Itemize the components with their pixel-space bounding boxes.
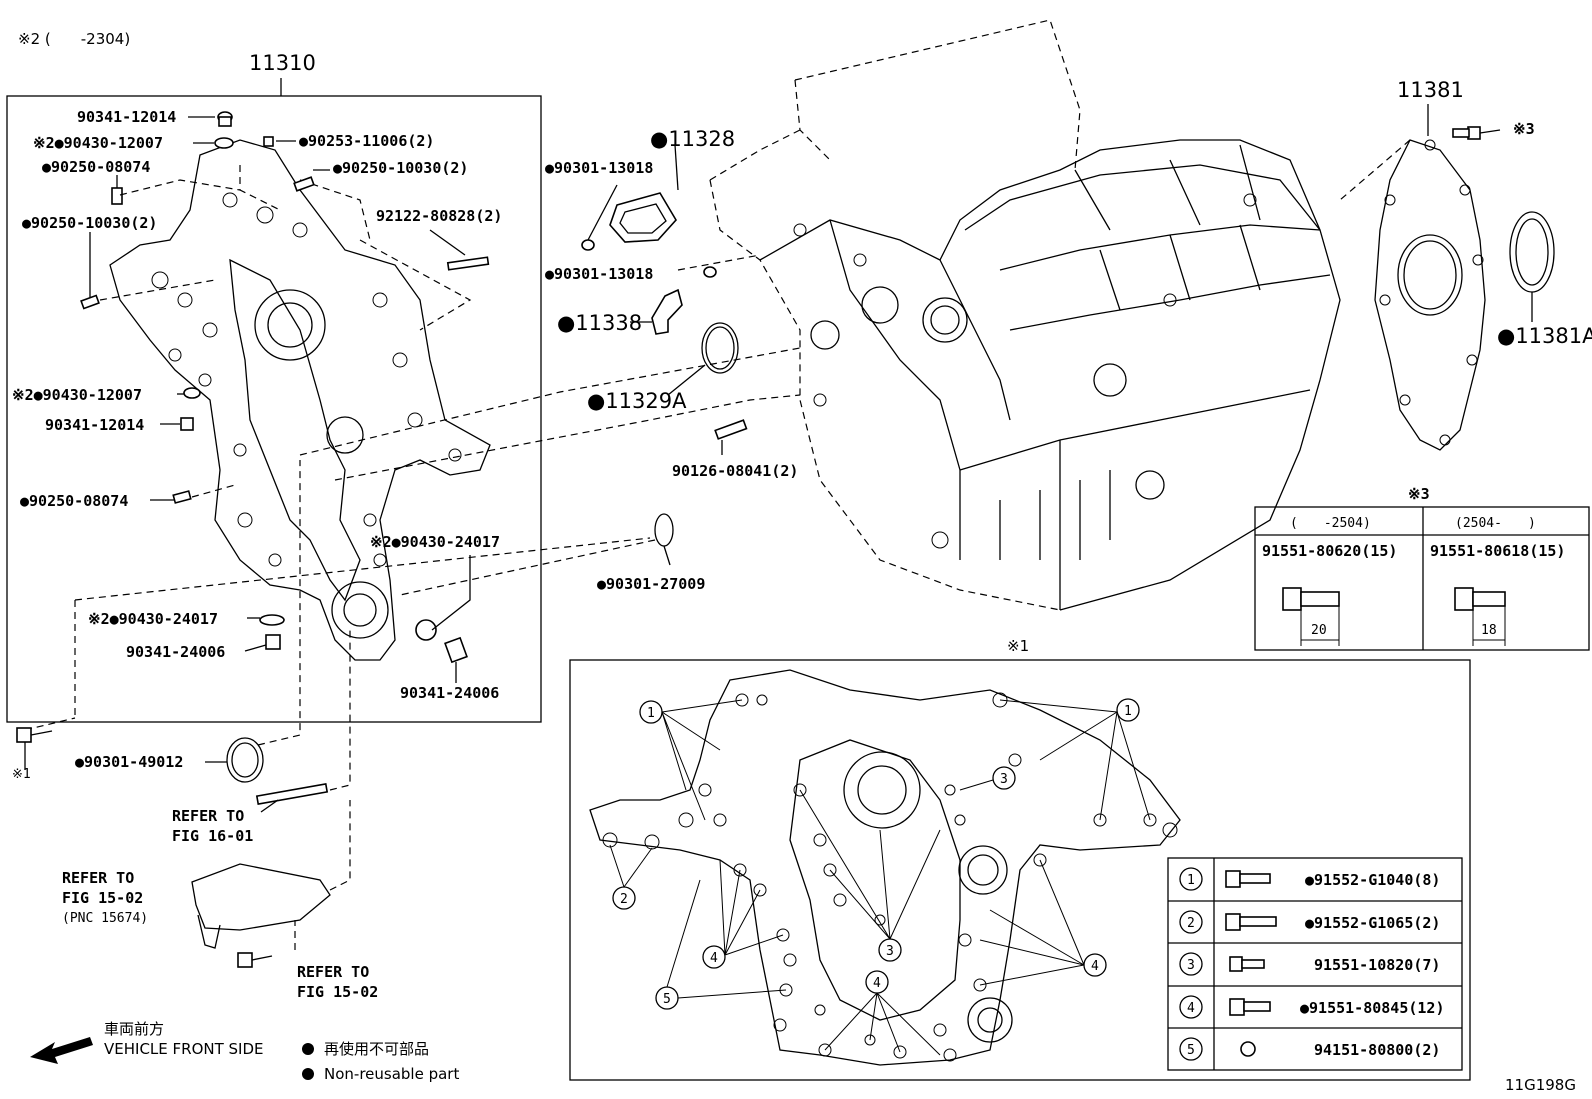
bolt-row-2-num: 2	[1187, 916, 1195, 931]
bolt-row-4-num: 4	[1187, 1001, 1195, 1016]
callout-1-left: 1	[647, 706, 655, 721]
callout-3-upper: 3	[1000, 772, 1008, 787]
bolt-row-5-part: 94151-80800(2)	[1314, 1041, 1440, 1059]
group-number-11310: 11310	[249, 51, 316, 75]
below-box-parts	[16, 460, 351, 968]
refer3-line1: REFER TO	[297, 963, 369, 981]
refer1-line1: REFER TO	[172, 807, 244, 825]
table3-col1-header: ( -2504)	[1290, 516, 1371, 531]
label-11328: ●11328	[650, 127, 735, 151]
label-90253-11006: ●90253-11006(2)	[299, 132, 434, 150]
note1-mark-a: ※1	[12, 767, 31, 782]
table3-col2-header: (2504- )	[1455, 516, 1536, 531]
callout-1-right: 1	[1124, 704, 1132, 719]
refer2-line3: (PNC 15674)	[62, 911, 148, 926]
rear-oil-seal-retainer-drawing	[1339, 126, 1555, 451]
leader-lines-main	[89, 116, 471, 683]
engine-block-drawing	[709, 19, 1341, 611]
main-assembly-box	[6, 95, 542, 723]
label-90341-24006-b: 90341-24006	[400, 684, 499, 702]
front-arrow-icon	[30, 1037, 93, 1064]
label-90430-24017-a: ※2●90430-24017	[370, 533, 500, 551]
refer2-line2: FIG 15-02	[62, 889, 143, 907]
label-90250-08074-a: ●90250-08074	[42, 158, 150, 176]
label-92122-80828: 92122-80828(2)	[376, 207, 502, 225]
top-note: ※2 ( -2304)	[18, 30, 130, 48]
label-90341-12014-a: 90341-12014	[77, 108, 176, 126]
bolt-callouts: 1 1 2 3 3 4 4 4 5	[609, 698, 1151, 1056]
label-90301-13018-a: ●90301-13018	[545, 159, 653, 177]
bolt-row-3-num: 3	[1187, 958, 1195, 973]
figure-code: 11G198G	[1505, 1076, 1576, 1094]
label-90250-08074-b: ●90250-08074	[20, 492, 128, 510]
bolt-row-4-part: ●91551-80845(12)	[1300, 999, 1445, 1017]
legend: 車両前方 VEHICLE FRONT SIDE 再使用不可部品 Non-reus…	[30, 1020, 459, 1083]
refer2-line1: REFER TO	[62, 869, 134, 887]
bolt-location-box	[569, 659, 1471, 1081]
label-90341-24006-a: 90341-24006	[126, 643, 225, 661]
nonreusable-dot-icon	[302, 1043, 314, 1055]
small-parts-main	[80, 111, 490, 664]
label-90301-13018-b: ●90301-13018	[545, 265, 653, 283]
legend-front-jp: 車両前方	[104, 1020, 164, 1038]
bolt-row-2-part: ●91552-G1065(2)	[1305, 914, 1440, 932]
callout-2: 2	[620, 892, 628, 907]
label-90430-12007-b: ※2●90430-12007	[12, 386, 142, 404]
bolt-row-3-part: 91551-10820(7)	[1314, 956, 1440, 974]
note3-mark-a: ※3	[1513, 120, 1535, 138]
table3-col1-part: 91551-80620(15)	[1262, 542, 1397, 560]
label-90341-12014-b: 90341-12014	[45, 416, 144, 434]
callout-3-lower: 3	[886, 944, 894, 959]
middle-parts	[74, 144, 801, 601]
callout-4-left: 4	[710, 951, 718, 966]
label-90126-08041: 90126-08041(2)	[672, 462, 798, 480]
label-90250-10030-a: ●90250-10030(2)	[333, 159, 468, 177]
callout-4-bottom: 4	[873, 976, 881, 991]
bolt-variant-table: ( -2504) (2504- ) 91551-80620(15) 91551-…	[1254, 506, 1590, 651]
bolt-row-5-num: 5	[1187, 1043, 1195, 1058]
legend-nonreuse-en: Non-reusable part	[324, 1065, 459, 1083]
bolt-legend-table: 1 ●91552-G1040(8) 2 ●91552-G1065(2) 3 91…	[1167, 857, 1463, 1071]
note3-mark-b: ※3	[1408, 485, 1430, 503]
refer3-line2: FIG 15-02	[297, 983, 378, 1001]
group-number-11381: 11381	[1397, 78, 1464, 102]
note1-mark-b: ※1	[1007, 637, 1029, 655]
label-90430-24017-b: ※2●90430-24017	[88, 610, 218, 628]
table3-col1-dim: 20	[1311, 623, 1327, 638]
label-90301-27009: ●90301-27009	[597, 575, 705, 593]
timing-chain-cover-drawing	[109, 139, 491, 661]
label-90301-49012: ●90301-49012	[75, 753, 183, 771]
legend-front-en: VEHICLE FRONT SIDE	[104, 1040, 264, 1058]
bolt-row-1-num: 1	[1187, 873, 1195, 888]
label-11329A: ●11329A	[587, 389, 687, 413]
label-11338: ●11338	[557, 311, 642, 335]
label-11381A: ●11381A	[1497, 324, 1592, 348]
label-90430-12007-a: ※2●90430-12007	[33, 134, 163, 152]
legend-nonreuse-jp: 再使用不可部品	[324, 1040, 429, 1058]
nonreusable-dot-icon-2	[302, 1068, 314, 1080]
table3-col2-dim: 18	[1481, 623, 1497, 638]
label-90250-10030-b: ●90250-10030(2)	[22, 214, 157, 232]
bolt-row-1-part: ●91552-G1040(8)	[1305, 871, 1440, 889]
callout-4-right: 4	[1091, 959, 1099, 974]
cover-bolt-layout-drawing	[589, 669, 1181, 1066]
callout-5: 5	[663, 992, 671, 1007]
table3-col2-part: 91551-80618(15)	[1430, 542, 1565, 560]
refer1-line2: FIG 16-01	[172, 827, 253, 845]
